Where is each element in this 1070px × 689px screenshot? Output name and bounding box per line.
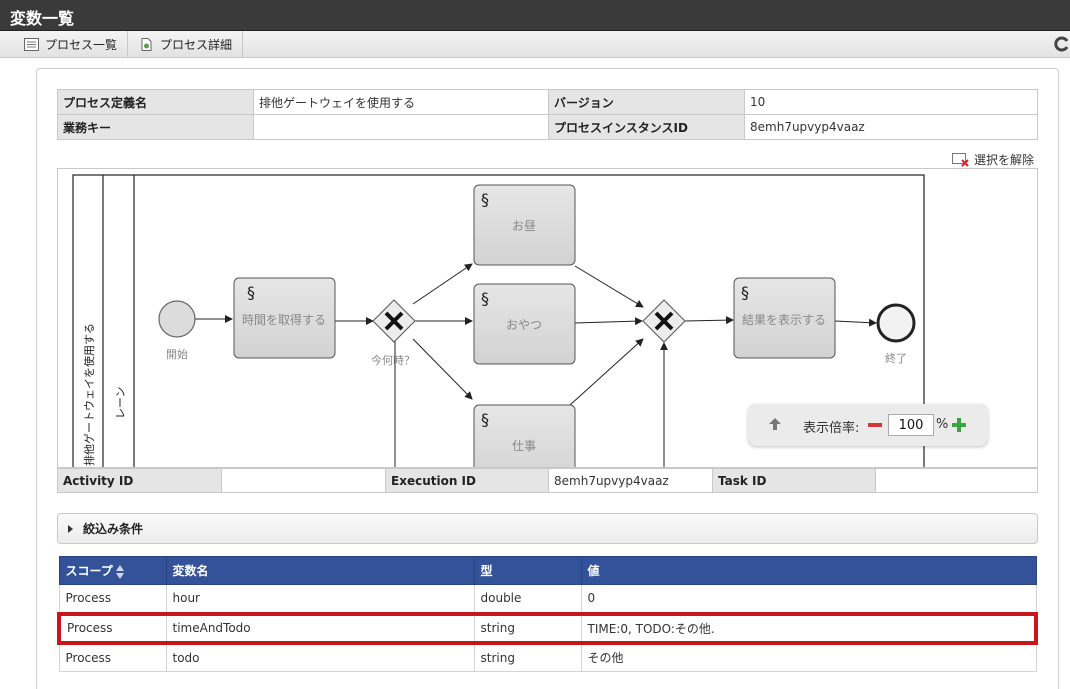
task-get-time-label: 時間を取得する	[242, 312, 326, 327]
bpmn-diagram[interactable]: 排他ゲートウェイを使用する レーン 開始 終了 今何時？	[57, 168, 1038, 468]
table-row[interactable]: Process todo string その他	[58, 642, 1037, 672]
unselect-button[interactable]: 選択を解除	[951, 151, 1034, 168]
task-show-result-label: 結果を表示する	[742, 313, 826, 327]
id-table: Activity ID Execution ID 8emh7upvyp4vaaz…	[57, 468, 1038, 493]
cell-value: その他	[580, 642, 1037, 672]
execution-id-label: Execution ID	[385, 468, 549, 493]
exclusive-gateway[interactable]	[372, 299, 416, 343]
task-id-value	[875, 468, 1038, 493]
task-snack[interactable]: § おやつ	[473, 283, 576, 365]
svg-text:§: §	[481, 190, 489, 209]
zoom-input[interactable]	[888, 414, 934, 436]
filter-toggle[interactable]: 絞込み条件	[57, 513, 1038, 544]
cell-name: timeAndTodo	[165, 611, 475, 645]
variables-table: スコープ 変数名 型 値 Process hour double 0 Proce…	[57, 556, 1038, 672]
version-value: 10	[744, 89, 1038, 115]
cell-type: string	[473, 642, 582, 672]
execution-id-value: 8emh7upvyp4vaaz	[548, 468, 713, 493]
table-row[interactable]: Process hour double 0	[58, 584, 1037, 614]
task-lunch[interactable]: § お昼	[473, 184, 576, 266]
cell-type: string	[473, 611, 582, 645]
lane-label: レーン	[114, 387, 127, 419]
document-icon	[141, 38, 152, 51]
task-get-time[interactable]: § 時間を取得する	[233, 277, 336, 359]
instance-id-value: 8emh7upvyp4vaaz	[744, 114, 1038, 140]
title-bar: 変数一覧	[0, 0, 1070, 31]
cell-name: hour	[165, 584, 475, 614]
unselect-label: 選択を解除	[973, 153, 1034, 167]
expand-triangle-icon	[68, 524, 73, 533]
task-lunch-label: お昼	[512, 219, 536, 233]
header-scope[interactable]: スコープ	[58, 556, 167, 585]
task-work-label: 仕事	[512, 439, 536, 453]
cell-value: TIME:0, TODO:その他.	[580, 611, 1038, 645]
zoom-unit: %	[936, 417, 949, 432]
end-event[interactable]	[876, 303, 916, 343]
process-list-label: プロセス一覧	[45, 38, 118, 52]
biz-key-label: 業務キー	[57, 114, 254, 140]
cell-type: double	[473, 584, 582, 614]
process-list-button[interactable]: プロセス一覧	[14, 31, 129, 58]
start-label: 開始	[166, 347, 188, 361]
svg-text:§: §	[247, 283, 255, 302]
arrow-up-icon[interactable]	[768, 417, 782, 431]
zoom-in-button[interactable]	[951, 417, 967, 433]
clear-selection-icon	[951, 152, 969, 167]
refresh-icon[interactable]	[1054, 35, 1070, 53]
task-snack-label: おやつ	[506, 318, 542, 332]
process-info-table: プロセス定義名 排他ゲートウェイを使用する バージョン 10 業務キー プロセス…	[57, 89, 1038, 140]
process-detail-button[interactable]: プロセス詳細	[129, 31, 244, 58]
svg-text:§: §	[481, 410, 489, 429]
process-detail-label: プロセス詳細	[160, 38, 233, 52]
toolbar: プロセス一覧 プロセス詳細	[0, 31, 1070, 58]
header-name[interactable]: 変数名	[165, 556, 475, 585]
zoom-label: 表示倍率:	[803, 421, 860, 436]
table-row-highlighted[interactable]: Process timeAndTodo string TIME:0, TODO:…	[57, 611, 1038, 645]
cell-scope: Process	[57, 611, 167, 645]
header-type[interactable]: 型	[473, 556, 582, 585]
cell-scope: Process	[58, 584, 167, 614]
end-label: 終了	[885, 351, 907, 365]
start-event[interactable]	[158, 300, 196, 338]
biz-key-value	[253, 114, 549, 140]
merge-gateway[interactable]	[642, 299, 686, 343]
zoom-control: 表示倍率: %	[748, 404, 988, 446]
def-name-label: プロセス定義名	[57, 89, 254, 115]
svg-text:§: §	[741, 283, 749, 302]
version-label: バージョン	[548, 89, 745, 115]
def-name-value: 排他ゲートウェイを使用する	[253, 89, 549, 115]
task-show-result[interactable]: § 結果を表示する	[733, 277, 836, 359]
task-id-label: Task ID	[712, 468, 876, 493]
filter-label: 絞込み条件	[83, 522, 144, 536]
gateway-label: 今何時？	[371, 353, 415, 367]
cell-name: todo	[165, 642, 475, 672]
task-work[interactable]: § 仕事	[473, 404, 576, 468]
instance-id-label: プロセスインスタンスID	[548, 114, 745, 140]
header-value[interactable]: 値	[580, 556, 1037, 585]
pool-label: 排他ゲートウェイを使用する	[82, 323, 96, 466]
sort-icon[interactable]	[115, 564, 124, 579]
activity-id-value	[221, 468, 386, 493]
cell-scope: Process	[58, 642, 167, 672]
activity-id-label: Activity ID	[57, 468, 222, 493]
window-title: 変数一覧	[10, 9, 75, 28]
list-icon	[24, 38, 39, 51]
svg-text:§: §	[481, 289, 489, 308]
zoom-out-button[interactable]	[868, 423, 882, 427]
header-scope-label: スコープ	[65, 564, 113, 578]
sequence-flows	[195, 263, 877, 467]
cell-value: 0	[580, 584, 1037, 614]
